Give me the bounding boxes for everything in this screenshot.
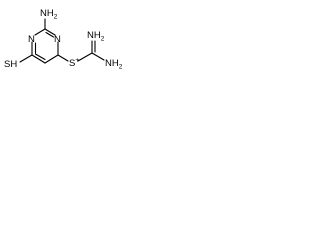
imine-lower-nh: NH [105,58,119,69]
bond-c6-c5 [31,54,46,64]
chemical-structure: N N NH2 SH S+ NH2 NH2 [4,8,123,71]
bond-c2-n3 [44,28,56,36]
bond-c2-n3-double [45,31,55,38]
imine-lower-subscript: 2 [119,64,123,71]
bond-sulfur-carbon [77,52,93,62]
amino-nh: NH [40,8,54,19]
bond-c2-n1 [34,28,46,36]
bond-c6-c5-double [34,53,46,61]
ring-nitrogen-right: N [54,34,61,45]
imine-lower-label: NH2 [105,58,123,71]
imine-upper-subscript: 2 [101,36,105,43]
sulfur-label: S+ [69,57,79,69]
imine-upper-nh: NH [87,30,101,41]
bond-c4-sulfur [57,54,69,62]
bond-c6-thiol [19,54,33,63]
sulfur-charge: + [75,57,79,64]
sulfur-symbol: S [69,58,75,69]
imine-upper-label: NH2 [87,30,105,43]
amino-label: NH2 [40,8,58,21]
amino-subscript: 2 [54,14,58,21]
ring-nitrogen-left: N [28,34,35,45]
bond-c5-c4 [44,54,59,64]
bond-carbon-nh2-lower [91,52,105,61]
thiol-label: SH [4,59,17,70]
